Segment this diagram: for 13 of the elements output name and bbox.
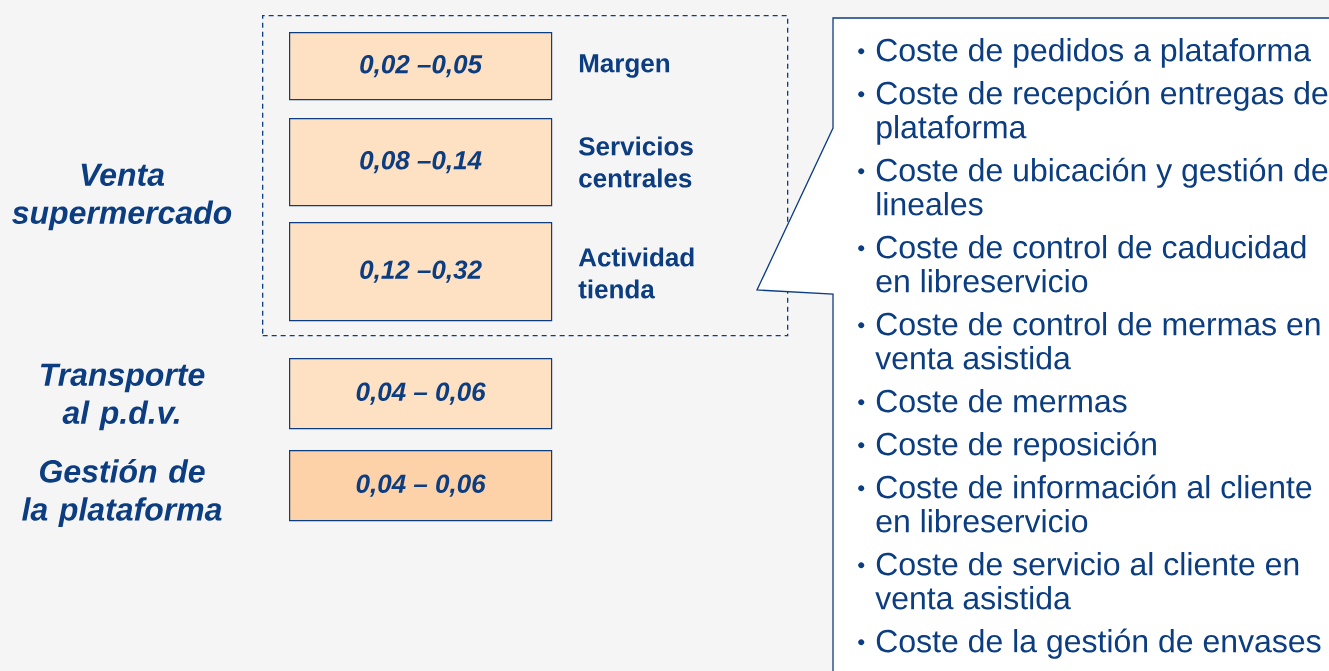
row-label: Transporte al p.d.v. — [41, 363, 205, 431]
value-box: 0,04 – 0,06 — [289, 358, 553, 430]
row-label: Venta supermercado — [12, 163, 232, 231]
callout-box: Coste de pedidos a plataforma Coste de recepción entregas de plataforma Coste de ubicación y gestión de lineales Coste de control de caducidad en libreservicio Coste de control de mermas en venta asistida Coste de mermas Coste de reposición Coste de información al cliente en libreservicio Coste de servicio al cliente en venta asistida Coste de la gestión de envases — [756, 17, 1329, 671]
value-box: 0,12 –0,32 — [289, 222, 553, 322]
value-box: 0,04 – 0,06 — [289, 450, 553, 522]
value-box: 0,08 –0,14 — [289, 118, 553, 207]
category-label: Servicios centrales — [578, 136, 693, 188]
value-box: 0,02 –0,05 — [289, 32, 553, 101]
category-label: Margen — [579, 54, 670, 78]
category-label: Actividad tienda — [578, 247, 694, 299]
dashed-group-box — [262, 15, 789, 337]
row-label: Gestión de la plataforma — [22, 458, 222, 528]
